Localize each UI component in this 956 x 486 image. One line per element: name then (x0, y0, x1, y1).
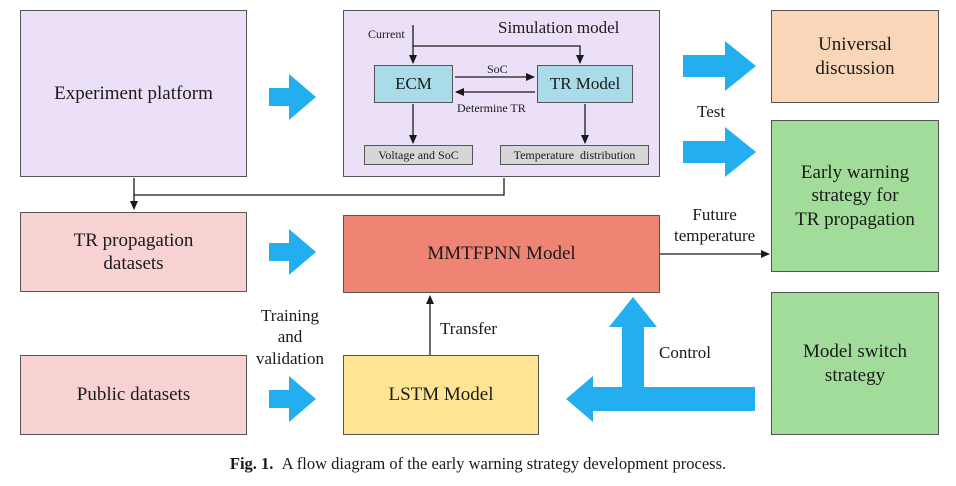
lstm-model-node: LSTM Model (343, 355, 539, 435)
tr-propagation-line-2: datasets (103, 253, 164, 274)
experiment-platform-node: Experiment platform (20, 10, 247, 177)
determine-tr-label: Determine TR (457, 101, 526, 115)
universal-discussion-line-2: discussion (815, 57, 895, 79)
universal-discussion-line-1: Universal (818, 34, 892, 56)
tr-propagation-line-1: TR propagation (73, 229, 194, 251)
outer-thin-lines (130, 178, 770, 355)
to-early-warning-arrow (683, 127, 756, 177)
experiment-platform-label: Experiment platform (54, 82, 213, 104)
temperature-distribution-label: Temperature distribution (513, 147, 636, 162)
voltage-soc-label: Voltage and SoC (378, 147, 459, 162)
early-warning-strategy-node: Early warning strategy for TR propagatio… (771, 120, 939, 272)
future-label-line-1: Future (692, 205, 737, 224)
model-switch-line-2: strategy (824, 364, 886, 386)
public-datasets-label: Public datasets (76, 384, 191, 406)
control-block-arrow (566, 297, 755, 422)
block-arrows (269, 41, 756, 422)
soc-label: SoC (487, 62, 508, 76)
early-warning-line-3: TR propagation (795, 208, 915, 230)
experiment-to-simulation-arrow (269, 74, 316, 120)
training-line-1: Training (261, 306, 319, 325)
public-datasets-node: Public datasets (20, 355, 247, 435)
current-label: Current (368, 27, 405, 41)
early-warning-line-2: strategy for (811, 185, 899, 207)
early-warning-line-1: Early warning (800, 162, 910, 184)
tr-propagation-datasets-node: TR propagation datasets (20, 212, 247, 292)
future-label-line-2: temperature (674, 226, 756, 246)
lstm-model-label: LSTM Model (388, 384, 494, 406)
simulation-internal-lines (409, 25, 589, 144)
training-line-3: validation (256, 348, 324, 368)
model-switch-strategy-node: Model switch strategy (771, 292, 939, 435)
simulation-model-label: Simulation model (498, 18, 620, 37)
tr-model-label: TR Model (549, 73, 621, 93)
figure-caption: Fig. 1. A flow diagram of the early warn… (0, 454, 956, 474)
mmtfpnn-model-label: MMTFPNN Model (427, 243, 576, 265)
ecm-label: ECM (395, 73, 432, 93)
control-label: Control (659, 343, 711, 362)
training-line-2: and (277, 327, 303, 347)
to-universal-arrow (683, 41, 756, 91)
universal-discussion-node: Universal discussion (771, 10, 939, 103)
ecm-node: ECM (374, 65, 453, 103)
caption-text: A flow diagram of the early warning stra… (281, 454, 727, 473)
current-to-tr-arrow (413, 45, 584, 64)
test-label: Test (697, 102, 726, 121)
model-switch-line-1: Model switch (803, 341, 907, 363)
simulation-output-line (134, 178, 505, 196)
voltage-soc-node: Voltage and SoC (364, 145, 473, 165)
temperature-distribution-node: Temperature distribution (500, 145, 649, 165)
public-to-lstm-arrow (269, 376, 316, 422)
caption-label: Fig. 1. (229, 454, 274, 473)
training-validation-label: Training and validation (256, 305, 324, 369)
future-temperature-label: Future temperature (674, 204, 755, 247)
transfer-label: Transfer (440, 319, 497, 338)
tr-datasets-to-mmtfpnn-arrow (269, 229, 316, 275)
tr-model-node: TR Model (537, 65, 633, 103)
mmtfpnn-model-node: MMTFPNN Model (343, 215, 660, 293)
